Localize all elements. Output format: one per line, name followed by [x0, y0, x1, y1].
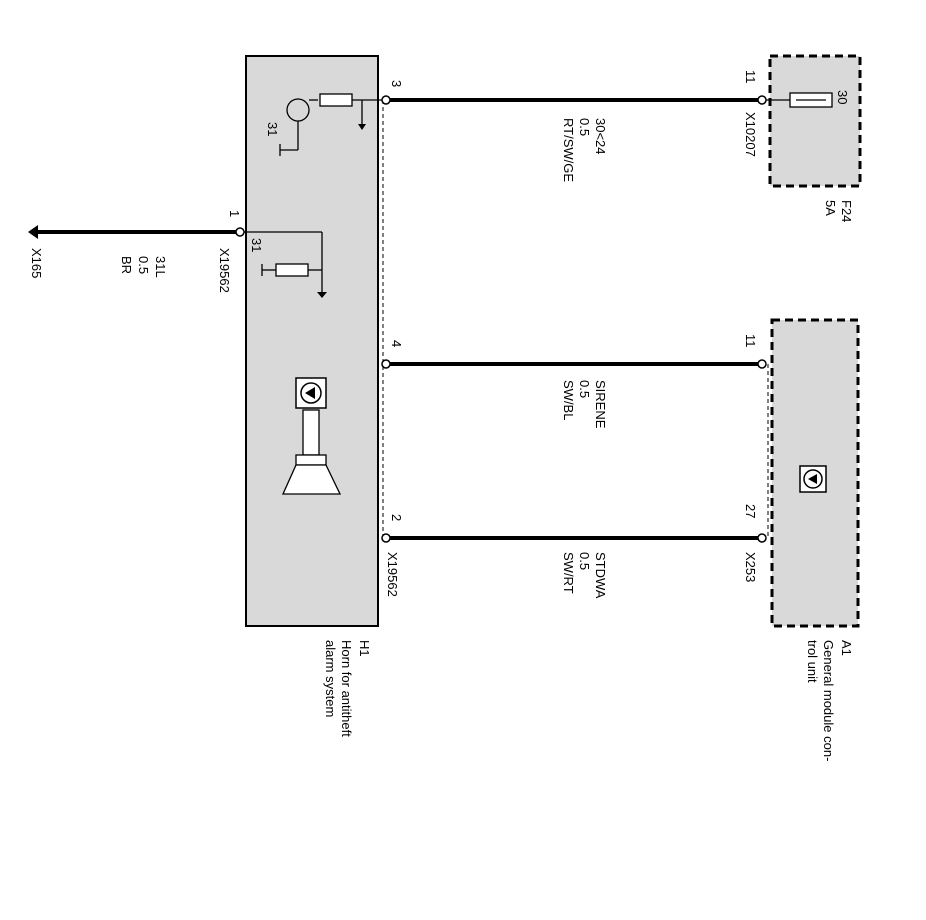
wire3-horn-pin-label: 2	[389, 514, 404, 521]
resistor-mid	[244, 231, 327, 298]
module-control-icon	[799, 465, 827, 493]
wire3-label-2: 0.5	[577, 552, 592, 570]
horn-icon	[281, 377, 342, 495]
horn-id-label: H1	[357, 640, 372, 657]
fuse-id-label: F24	[839, 200, 854, 222]
wire2-label-3: SW/BL	[561, 380, 576, 420]
ground-wire-label-3: BR	[119, 256, 134, 274]
wire1-label-1: 30<24	[593, 118, 608, 155]
horn-connector-right-label: X19562	[385, 552, 400, 597]
horn-internal-ground-mid-label: 31	[249, 238, 264, 252]
wire3-label-1: STDWA	[593, 552, 608, 599]
module-name-line-2: trol unit	[805, 640, 820, 683]
fuse-connector-label: X10207	[743, 112, 758, 157]
wire2-far-pin-label: 11	[743, 334, 758, 348]
wire-pin4-module	[381, 359, 767, 369]
wire1-label-2: 0.5	[577, 118, 592, 136]
horn-connector-left-label: X19562	[217, 248, 232, 293]
fuse-rating-label: 5A	[823, 200, 838, 216]
ground-wire	[28, 225, 245, 239]
horn-component-box	[245, 55, 379, 627]
wire1-horn-pin-label: 3	[389, 80, 404, 87]
horn-name-line-2: alarm system	[323, 640, 338, 717]
horn-name-line-1: Horn for antitheft	[339, 640, 354, 737]
horn-internal-ground-top-label: 31	[265, 122, 280, 136]
wire1-label-3: RT/SW/GE	[561, 118, 576, 182]
wire-pin2-module	[381, 533, 767, 543]
wire1-far-pin-label: 11	[743, 70, 758, 84]
wire2-horn-pin-label: 4	[389, 340, 404, 347]
fuse-terminal-label: 30	[835, 90, 850, 104]
module-id-label: A1	[839, 640, 854, 656]
fuse-component-box	[768, 54, 862, 188]
fuse-icon	[766, 92, 833, 108]
module-connector-label: X253	[743, 552, 758, 582]
module-name-line-1: General module con-	[821, 640, 836, 761]
ground-wire-label-2: 0.5	[136, 256, 151, 274]
wire2-label-2: 0.5	[577, 380, 592, 398]
wire-pin3-fuse	[381, 95, 767, 105]
transistor-symbol	[279, 98, 318, 156]
wire3-far-pin-label: 27	[743, 504, 758, 518]
resistor-top	[319, 93, 382, 130]
ground-wire-label-1: 31L	[153, 256, 168, 278]
wire2-label-1: SIRENE	[593, 380, 608, 429]
wire3-label-3: SW/RT	[561, 552, 576, 594]
horn-pin-1-label: 1	[227, 210, 242, 217]
ground-connector-label: X165	[29, 248, 44, 278]
